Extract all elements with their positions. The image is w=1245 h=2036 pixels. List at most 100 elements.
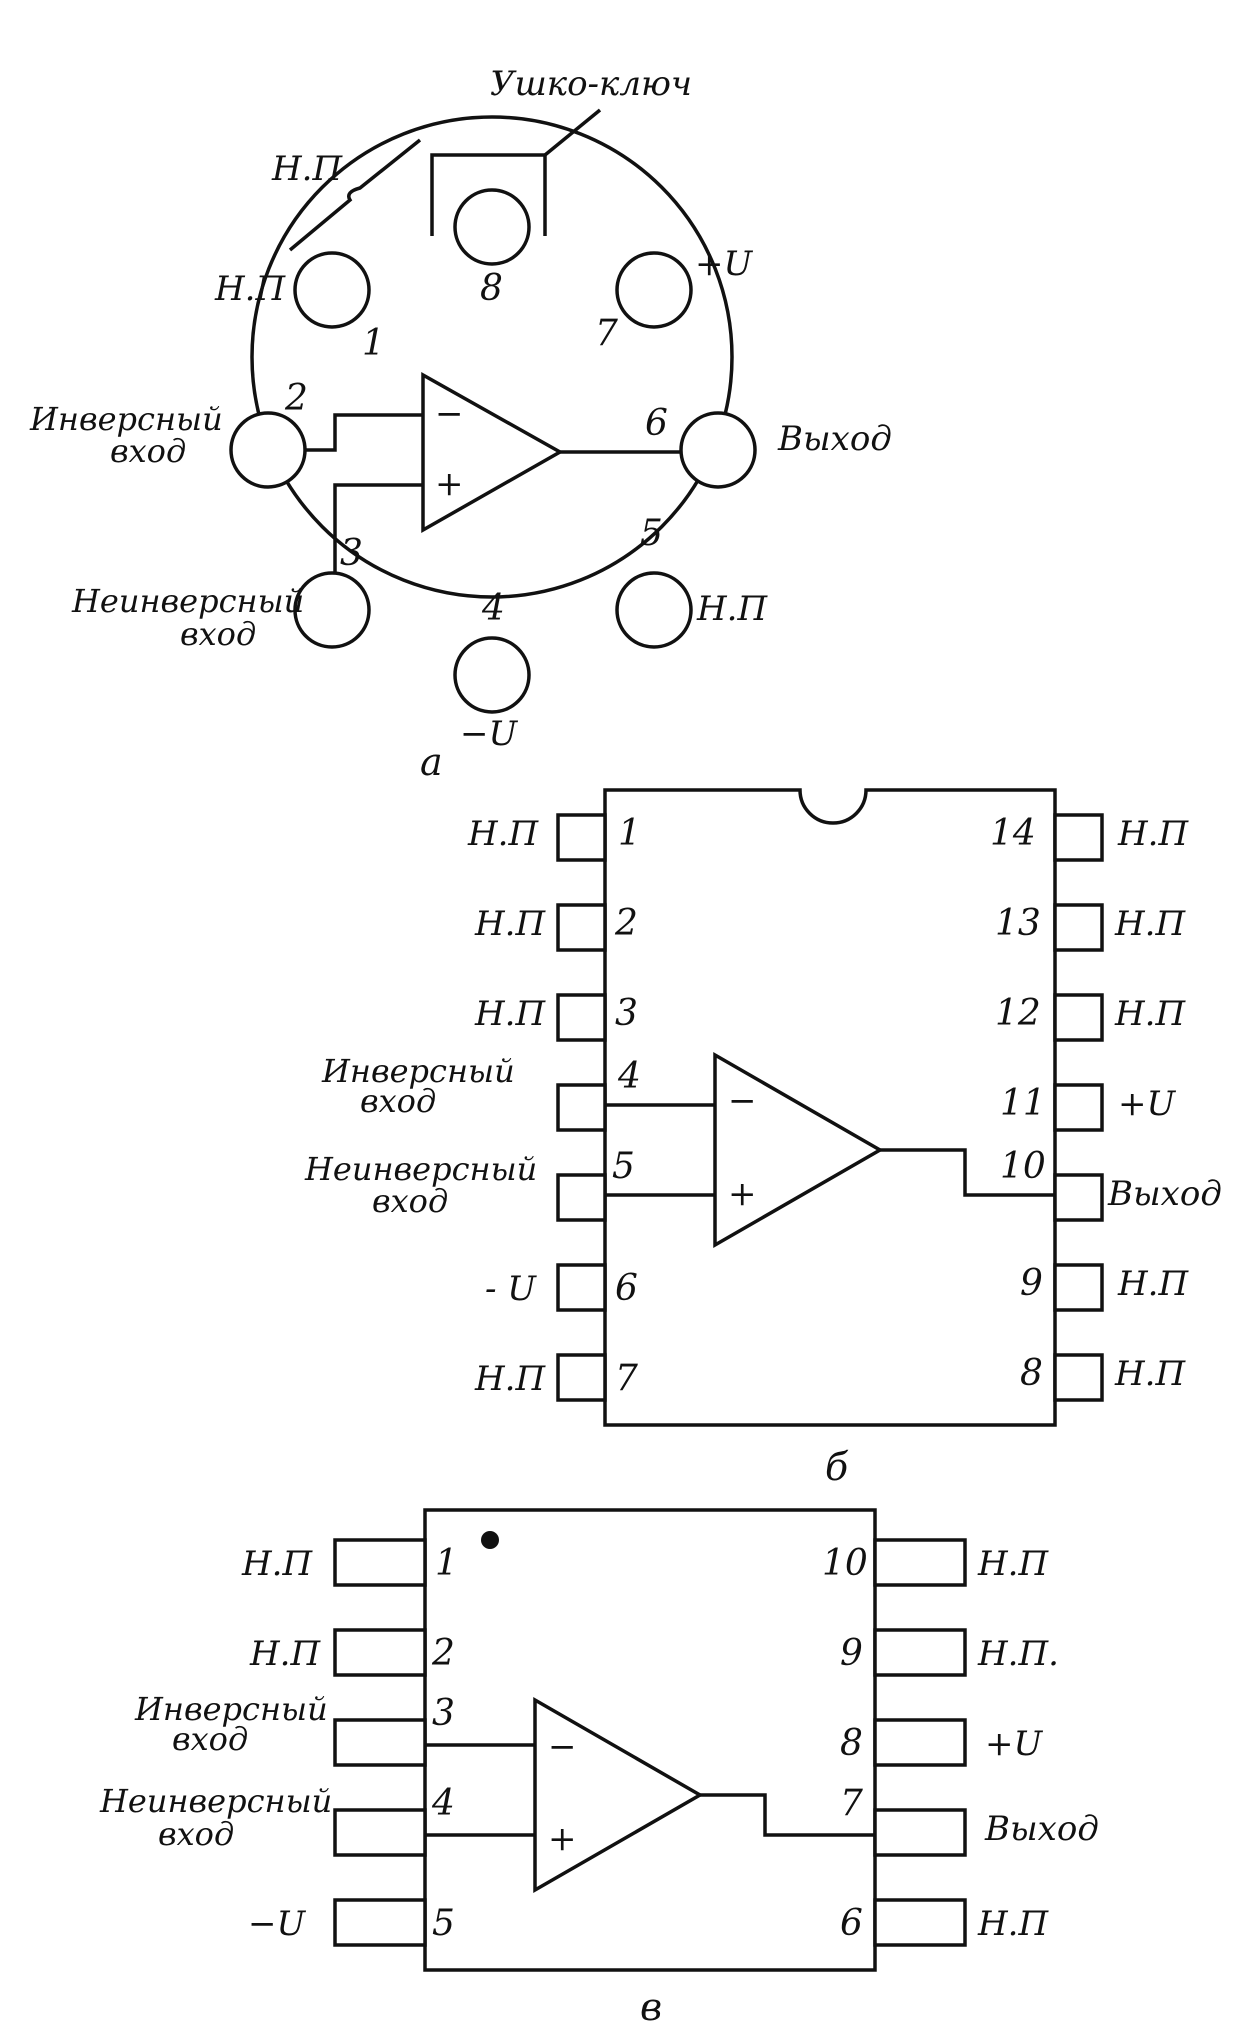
pin-c7-number: 7 <box>840 1783 863 1824</box>
key-tab <box>430 153 547 236</box>
pin-c3-box <box>333 1718 427 1767</box>
pin-b5-label-line2: вход <box>372 1182 448 1220</box>
pin-c1-box <box>333 1538 427 1587</box>
wire-c-output <box>700 1793 875 1837</box>
pin-c3-number: 3 <box>432 1693 455 1734</box>
pin-b4-box <box>556 1083 607 1132</box>
pin-7-number: 7 <box>595 313 618 354</box>
pin-b1-number: 1 <box>618 813 641 854</box>
opamp-c-triangle <box>533 1696 704 1894</box>
pin-c9-number: 9 <box>840 1633 863 1674</box>
pin-c10-label: Н.П <box>977 1544 1049 1584</box>
pin-b9-label: Н.П <box>1117 1264 1189 1304</box>
round-package-body <box>250 115 734 599</box>
pin-b11-box <box>1053 1083 1104 1132</box>
opamp-b-plus: + <box>728 1174 757 1214</box>
pin-c6-number: 6 <box>840 1903 863 1944</box>
pin-b1-box <box>556 813 607 862</box>
pin-3-label-line1: Неинверсный <box>71 582 304 620</box>
pin-b9-box <box>1053 1263 1104 1312</box>
pin-2-label-line2: вход <box>110 432 186 470</box>
pin-4-number: 4 <box>481 588 505 629</box>
opamp-a-plus: + <box>435 464 464 504</box>
pin-b11-label: +U <box>1118 1084 1176 1124</box>
pin-b9-number: 9 <box>1020 1263 1043 1304</box>
pin-8-number: 8 <box>480 268 503 309</box>
pin-b8-number: 8 <box>1020 1353 1043 1394</box>
pin-c1-label: Н.П <box>241 1544 313 1584</box>
pin-c4-label-line2: вход <box>158 1815 234 1853</box>
opamp-b-triangle <box>713 1051 884 1249</box>
caption-a: а <box>420 740 443 784</box>
pin-3-label-line2: вход <box>180 615 256 653</box>
pin-c8-number: 8 <box>840 1723 863 1764</box>
opamp-a-triangle <box>421 372 564 534</box>
pin-c8-label: +U <box>985 1724 1043 1764</box>
pin-8-pad <box>453 188 531 266</box>
pin-b2-number: 2 <box>614 903 638 944</box>
caption-b: б <box>825 1445 849 1489</box>
pin-b12-box <box>1053 993 1104 1042</box>
pin1-dot-marker <box>481 1531 499 1549</box>
pin-1-number: 1 <box>362 323 385 364</box>
pin-c4-box <box>333 1808 427 1857</box>
flatpack-body <box>423 1508 877 1972</box>
pin-c5-label: −U <box>248 1904 306 1944</box>
pin-1-pad <box>293 251 371 329</box>
pin-b7-label: Н.П <box>474 1359 546 1399</box>
opamp-b-minus: − <box>728 1081 757 1121</box>
pin-b8-box <box>1053 1353 1104 1402</box>
pin-6-label: Выход <box>777 419 892 459</box>
pin-b14-box <box>1053 813 1104 862</box>
pin-c5-number: 5 <box>432 1903 455 1944</box>
pin-2-number: 2 <box>284 378 308 419</box>
pin-b7-number: 7 <box>615 1358 638 1399</box>
pin-3-pad <box>293 571 371 649</box>
pin-5-label: Н.П <box>696 589 768 629</box>
pin-3-number: 3 <box>340 533 363 574</box>
pin-c9-label: Н.П. <box>977 1634 1059 1674</box>
pin-2-pad <box>229 411 307 489</box>
pin-b13-label: Н.П <box>1114 904 1186 944</box>
pin-c2-box <box>333 1628 427 1677</box>
package-b: 1 2 3 4 5 6 7 14 13 12 11 10 9 8 Н.П Н.П… <box>304 788 1222 1489</box>
pin-c7-label: Выход <box>984 1809 1099 1849</box>
key-leader-line <box>543 108 602 157</box>
pin-b5-box <box>556 1173 607 1222</box>
pin-b5-label-line1: Неинверсный <box>304 1150 537 1188</box>
pin-b3-label: Н.П <box>474 994 546 1034</box>
pin-c2-number: 2 <box>431 1633 455 1674</box>
key-np-label: Н.П <box>271 149 343 189</box>
caption-c: в <box>640 1985 662 2029</box>
pin-c1-number: 1 <box>435 1543 458 1584</box>
pin-b3-box <box>556 993 607 1042</box>
pin-c6-box <box>873 1898 967 1947</box>
pin-b3-number: 3 <box>615 993 638 1034</box>
pin-b13-number: 13 <box>995 903 1041 944</box>
pin-c9-box <box>873 1628 967 1677</box>
pin-5-pad <box>615 571 693 649</box>
pin-c3-label-line1: Инверсный <box>134 1690 328 1728</box>
pin-b12-label: Н.П <box>1114 994 1186 1034</box>
pin-b12-number: 12 <box>995 993 1041 1034</box>
pin-b10-box <box>1053 1173 1104 1222</box>
wire-a-noninverting <box>333 483 423 573</box>
pin-c6-label: Н.П <box>977 1904 1049 1944</box>
pin-6-number: 6 <box>645 403 668 444</box>
pin-5-number: 5 <box>640 513 663 554</box>
pin-7-label: +U <box>695 244 753 284</box>
np-brace <box>288 138 422 252</box>
pin-2-label-line1: Инверсный <box>29 400 223 438</box>
pin-b2-label: Н.П <box>474 904 546 944</box>
pin-c2-label: Н.П <box>249 1634 321 1674</box>
wire-a-inverting <box>305 413 423 452</box>
pin-b10-number: 10 <box>1000 1146 1046 1187</box>
pin-b1-label: Н.П <box>467 814 539 854</box>
pin-b7-box <box>556 1353 607 1402</box>
pin-c7-box <box>873 1808 967 1857</box>
pin-7-pad <box>615 251 693 329</box>
package-c: 1 2 3 4 5 10 9 8 7 6 Н.П Н.П Инверсный в… <box>99 1508 1099 2029</box>
dip14-body <box>603 788 1057 1427</box>
pin-c10-number: 10 <box>822 1543 868 1584</box>
pin-b8-label: Н.П <box>1114 1354 1186 1394</box>
